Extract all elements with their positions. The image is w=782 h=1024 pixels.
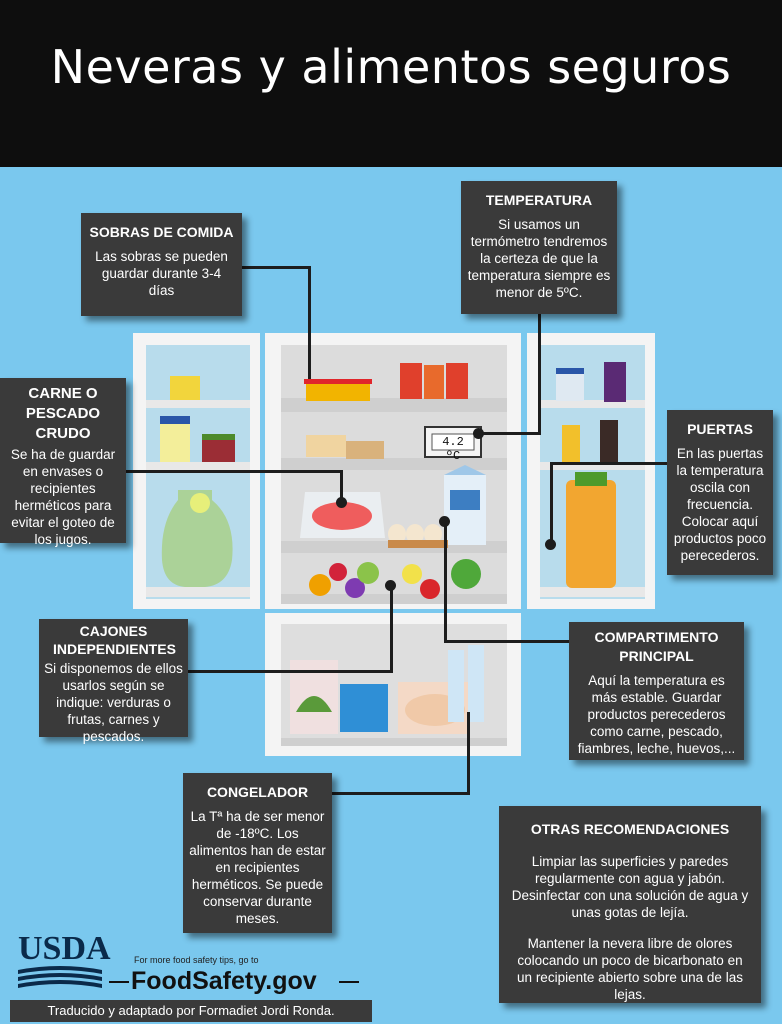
page-title: Neveras y alimentos seguros — [50, 40, 732, 94]
foodsafety-link[interactable]: FoodSafety.gov — [131, 967, 317, 995]
box-cajones: CAJONES INDEPENDIENTES Si disponemos de … — [39, 619, 188, 744]
frozen-packs — [340, 684, 388, 732]
box-otras: OTRAS RECOMENDACIONES Limpiar las superf… — [499, 806, 761, 1003]
vegetable-drawer — [402, 564, 422, 584]
dot-carne — [336, 497, 347, 508]
box-temperatura-title: TEMPERATURA — [485, 192, 593, 208]
box-carne: CARNE O PESCADO CRUDO Se ha de guardar e… — [0, 378, 126, 547]
usda-logo-waves — [18, 966, 102, 988]
connector-congelador-h — [330, 792, 470, 795]
dot-puertas — [545, 539, 556, 550]
box-puertas: PUERTAS En las puertas la temperatura os… — [667, 410, 773, 575]
usda-logo-text: USDA — [18, 930, 111, 967]
cheese — [346, 441, 384, 459]
box-puertas-text: En las puertas la temperatura oscila con… — [673, 446, 767, 563]
dot-temperatura — [473, 428, 484, 439]
connector-sobras — [242, 266, 310, 269]
connector-principal-h — [444, 640, 569, 643]
mustard-bottle — [562, 425, 580, 462]
box-sobras-text: Las sobras se pueden guardar durante 3-4… — [95, 249, 228, 298]
connector-carne-v — [340, 470, 343, 503]
dot-principal — [439, 516, 450, 527]
fruit-drawer — [309, 574, 331, 596]
soda-cans — [400, 363, 422, 399]
box-carne-title: CARNE O PESCADO CRUDO — [25, 385, 101, 442]
connector-puertas — [552, 462, 667, 465]
box-otras-text-1: Limpiar las superficies y paredes regula… — [511, 854, 749, 920]
connector-cajones-h — [188, 670, 393, 673]
connector-principal — [444, 520, 447, 642]
connector-temperatura-h — [478, 432, 541, 435]
connector-cajones — [390, 585, 393, 672]
box-congelador-text: La Tª ha de ser menor de -18ºC. Los alim… — [189, 809, 326, 926]
box-congelador: CONGELADOR La Tª ha de ser menor de -18º… — [183, 773, 332, 933]
box-cajones-title: CAJONES INDEPENDIENTES — [53, 623, 176, 657]
footer-tip: For more food safety tips, go to — [134, 955, 259, 965]
box-carne-text: Se ha de guardar en envases o recipiente… — [10, 447, 116, 547]
connector-temperatura — [538, 314, 541, 434]
box-temperatura-text: Si usamos un termómetro tendremos la cer… — [467, 217, 611, 300]
leftovers-container — [306, 381, 370, 401]
connector-puertas-v — [550, 462, 553, 544]
butter — [170, 376, 200, 400]
box-principal-title: COMPARTIMENTO PRINCIPAL — [594, 629, 719, 664]
juice-bottle — [566, 480, 616, 588]
bread — [306, 435, 346, 457]
lemonade-pitcher — [161, 490, 233, 587]
header-banner: Neveras y alimentos seguros — [0, 0, 782, 167]
syrup-bottle — [604, 362, 626, 402]
foodsafety-logo: FoodSafety.gov — [109, 966, 359, 998]
box-cajones-text: Si disponemos de ellos usarlos según se … — [44, 661, 183, 744]
box-puertas-title: PUERTAS — [687, 421, 753, 437]
box-sobras: SOBRAS DE COMIDA Las sobras se pueden gu… — [81, 213, 242, 316]
box-principal-text: Aquí la temperatura es más estable. Guar… — [577, 673, 736, 756]
connector-sobras-v — [308, 266, 311, 379]
soy-bottle — [600, 420, 618, 462]
box-principal: COMPARTIMENTO PRINCIPAL Aquí la temperat… — [569, 622, 744, 760]
credit-text: Traducido y adaptado por Formadiet Jordi… — [47, 1003, 335, 1018]
usda-logo: USDA — [18, 930, 111, 992]
connector-congelador — [467, 712, 470, 795]
box-otras-text-2: Mantener la nevera libre de olores coloc… — [517, 936, 743, 1002]
eggs — [388, 524, 406, 544]
credit-bar: Traducido y adaptado por Formadiet Jordi… — [10, 1000, 372, 1022]
box-otras-title: OTRAS RECOMENDACIONES — [530, 821, 730, 837]
connector-carne — [126, 470, 342, 473]
water-bottle — [448, 650, 464, 722]
thermometer-readout: 4.2 ºC — [442, 435, 464, 463]
box-sobras-title: SOBRAS DE COMIDA — [89, 224, 234, 240]
box-congelador-title: CONGELADOR — [206, 784, 309, 800]
dot-cajones — [385, 580, 396, 591]
box-temperatura: TEMPERATURA Si usamos un termómetro tend… — [461, 181, 617, 314]
